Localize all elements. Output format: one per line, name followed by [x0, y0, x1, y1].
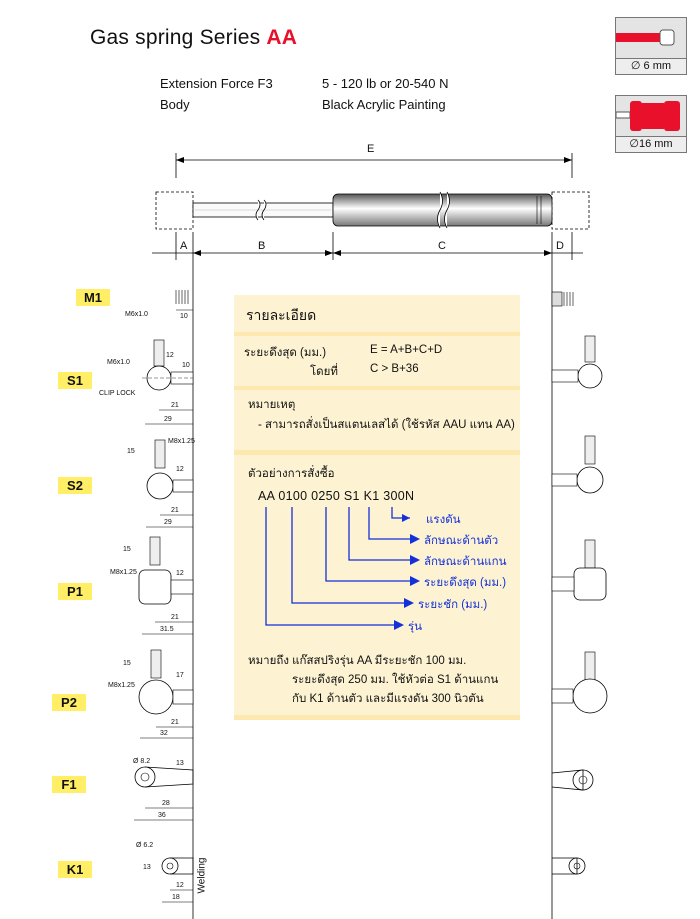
- s1-clip-lock: CLIP LOCK: [99, 390, 136, 397]
- explanation-line-1: หมายถึง แก๊สสปริงรุ่น AA มีระยะชัก 100 ม…: [248, 655, 467, 667]
- body-diameter-badge: ∅16 mm: [615, 95, 687, 153]
- title-prefix: Gas spring Series: [90, 26, 261, 49]
- rod-diameter-badge: ∅ 6 mm: [615, 17, 687, 75]
- legend-body-end: ลักษณะด้านตัว: [424, 535, 499, 547]
- spec-label-force: Extension Force F3: [160, 76, 273, 91]
- dim-C: C: [438, 240, 446, 252]
- note-heading: หมายเหตุ: [248, 399, 296, 411]
- p1-dim-21: 21: [171, 614, 179, 621]
- order-code-arrows: [265, 507, 420, 630]
- cylinder-icon: [616, 101, 680, 131]
- where-label: โดยที่: [310, 366, 338, 378]
- legend-stroke: ระยะชัก (มม.): [418, 599, 488, 611]
- s1-thread: M6x1.0: [107, 359, 130, 366]
- s1-dim-10: 10: [182, 362, 190, 369]
- s1-dim-29: 29: [164, 416, 172, 423]
- p2-dim-32: 32: [160, 730, 168, 737]
- p1-dim-15: 15: [123, 546, 131, 553]
- f1-dim-36: 36: [158, 812, 166, 819]
- order-heading: ตัวอย่างการสั่งซื้อ: [248, 468, 335, 480]
- legend-max-length: ระยะดึงสุด (มม.): [424, 577, 507, 589]
- order-example-box: ตัวอย่างการสั่งซื้อ AA 0100 0250 S1 K1 3…: [234, 455, 520, 715]
- p1-dim-31-5: 31.5: [160, 626, 174, 633]
- details-heading: รายละเอียด: [246, 307, 317, 323]
- where-formula: C > B+36: [370, 363, 419, 375]
- order-code: AA 0100 0250 S1 K1 300N: [258, 489, 415, 503]
- s2-dim-21: 21: [171, 507, 179, 514]
- title-series: AA: [266, 26, 298, 49]
- details-heading-box: รายละเอียด: [234, 295, 520, 332]
- fitting-label-F1: F1: [52, 776, 86, 793]
- p1-thread: M8x1.25: [110, 569, 137, 576]
- spec-value-body: Black Acrylic Painting: [322, 97, 446, 112]
- s2-dim-12: 12: [176, 466, 184, 473]
- p2-dim-17: 17: [176, 672, 184, 679]
- rod-icon: [616, 29, 675, 46]
- f1-dim-28: 28: [162, 800, 170, 807]
- body-diameter-caption: ∅16 mm: [616, 136, 686, 152]
- fitting-label-P1: P1: [58, 583, 92, 600]
- p2-thread: M8x1.25: [108, 682, 135, 689]
- max-length-label: ระยะดึงสุด (มม.): [244, 347, 327, 359]
- fitting-label-M1: M1: [76, 289, 110, 306]
- k1-hole: Ø 6.2: [136, 842, 154, 849]
- max-length-formula: E = A+B+C+D: [370, 344, 443, 356]
- fitting-label-P2: P2: [52, 694, 86, 711]
- s1-dim-12: 12: [166, 352, 174, 359]
- s2-dim-29: 29: [164, 519, 172, 526]
- rod-diameter-caption: ∅ 6 mm: [616, 58, 686, 74]
- formula-box: ระยะดึงสุด (มม.) E = A+B+C+D โดยที่ C > …: [234, 336, 520, 386]
- fitting-label-S1: S1: [58, 372, 92, 389]
- explanation-line-3: กับ K1 ด้านตัว และมีแรงดัน 300 นิวตัน: [292, 693, 484, 705]
- spec-label-body: Body: [160, 97, 190, 112]
- p2-dim-15: 15: [123, 660, 131, 667]
- note-text: - สามารถสั่งเป็นสแตนเลสได้ (ใช้รหัส AAU …: [258, 419, 515, 431]
- dim-E: E: [367, 143, 375, 155]
- fitting-label-K1: K1: [58, 861, 92, 878]
- fitting-label-S2: S2: [58, 477, 92, 494]
- dim-B: B: [258, 240, 266, 252]
- legend-force: แรงดัน: [426, 514, 461, 526]
- p2-dim-21: 21: [171, 719, 179, 726]
- s1-dim-21: 21: [171, 402, 179, 409]
- dim-D: D: [556, 240, 564, 252]
- legend-rod-end: ลักษณะด้านแกน: [424, 556, 507, 568]
- m1-thread: M6x1.0: [125, 311, 148, 318]
- k1-dim-13: 13: [143, 864, 151, 871]
- note-box: หมายเหตุ - สามารถสั่งเป็นสแตนเลสได้ (ใช้…: [234, 390, 520, 450]
- s2-dim-15: 15: [127, 448, 135, 455]
- legend-model: รุ่น: [408, 621, 423, 633]
- explanation-line-2: ระยะดึงสุด 250 มม. ใช้หัวต่อ S1 ด้านแกน: [292, 674, 499, 686]
- f1-dim-13: 13: [176, 760, 184, 767]
- f1-hole: Ø 8.2: [133, 758, 151, 765]
- m1-length: 10: [180, 313, 188, 320]
- page-title: Gas spring Series AA: [90, 26, 297, 50]
- k1-dim-12: 12: [176, 882, 184, 889]
- dim-A: A: [180, 240, 188, 252]
- k1-welding-note: Welding: [196, 857, 208, 894]
- spec-value-force: 5 - 120 lb or 20-540 N: [322, 76, 449, 91]
- k1-dim-18: 18: [172, 894, 180, 901]
- p1-dim-12: 12: [176, 570, 184, 577]
- s2-thread: M8x1.25: [168, 438, 195, 445]
- details-panel: รายละเอียด ระยะดึงสุด (มม.) E = A+B+C+D …: [234, 295, 520, 720]
